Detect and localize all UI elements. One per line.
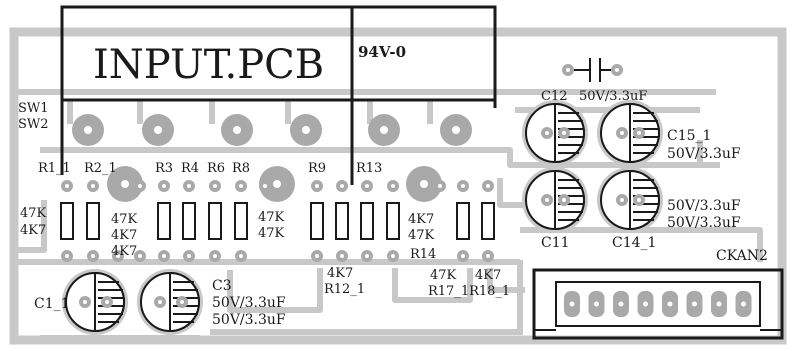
row-pads [112, 180, 446, 262]
ref-r6: R6 [207, 161, 225, 176]
ref-ckan2: CKAN2 [716, 248, 768, 264]
switch-pad [440, 114, 472, 146]
ref-r2: R2_1 [84, 161, 117, 176]
value-mid-a: 47K [111, 212, 138, 227]
switch-pad [221, 114, 253, 146]
connector-pin [662, 291, 678, 317]
rating-c11: 50V/3.3uF [667, 198, 741, 214]
value-right-a: 47K [258, 210, 285, 225]
value-r18: 4K7 [475, 268, 501, 283]
ref-r14: R14 [410, 247, 436, 262]
value-r13-a: 4K7 [408, 212, 434, 227]
resistor [60, 180, 74, 262]
ref-c14: C14_1 [612, 235, 656, 251]
ref-c3: C3 [212, 278, 232, 294]
connector-pins [564, 291, 752, 317]
resistor [182, 180, 196, 262]
resistor-refs: R1_1 R2_1 R3 R4 R6 R8 R9 R13 [38, 161, 382, 176]
ref-r12: R12_1 [324, 282, 365, 297]
flammability-mark: 94V-0 [358, 43, 406, 61]
resistor [481, 180, 495, 262]
rating-c15: 50V/3.3uF [667, 146, 741, 162]
capacitor [62, 269, 128, 335]
value-mid-b: 4K7 [111, 228, 137, 243]
ref-r3: R3 [155, 161, 173, 176]
resistor-values: 47K 4K7 47K 4K7 4K7 47K 47K 4K7 47K [20, 206, 435, 259]
connector-ckan2: CKAN2 [532, 248, 784, 340]
resistor [456, 180, 470, 262]
connector-pin [637, 291, 654, 317]
switch-pad [259, 166, 295, 202]
connector-pin [686, 291, 703, 317]
ref-c15: C15_1 [667, 128, 711, 144]
ref-r17-r18: R17_1R18_1 [428, 284, 510, 299]
switch-pad [368, 114, 400, 146]
resistor [335, 180, 349, 262]
capacitor-c12: C12 50V/3.3uF [541, 58, 647, 104]
ref-r9: R9 [308, 161, 326, 176]
resistor [310, 180, 324, 262]
ref-r1: R1_1 [38, 161, 71, 176]
rating-c14: 50V/3.3uF [667, 215, 741, 231]
ref-r4: R4 [181, 161, 199, 176]
switch-pad [142, 114, 174, 146]
switch-pad [290, 114, 322, 146]
rating-c3: 50V/3.3uF [212, 312, 286, 328]
connector-pin [564, 291, 580, 317]
capacitor [522, 167, 588, 233]
ref-r8: R8 [232, 161, 250, 176]
board-outline [9, 27, 787, 345]
resistor [360, 180, 374, 262]
switch-pad [406, 166, 442, 202]
resistor [386, 180, 400, 262]
lower-labels: R14 4K7 R12_1 47K 4K7 R17_1R18_1 [324, 247, 510, 299]
value-left-a: 47K [20, 206, 47, 221]
rating-c1: 50V/3.3uF [212, 295, 286, 311]
capacitor [522, 100, 588, 166]
ref-c11: C11 [541, 235, 570, 251]
resistor [208, 180, 222, 262]
value-left-b: 4K7 [20, 223, 46, 238]
ref-c1: C1_1 [34, 296, 70, 312]
electrolytic-capacitors-bottom [62, 269, 203, 335]
ref-r13: R13 [356, 161, 382, 176]
mark-block: 94V-0 [350, 5, 497, 102]
value-r17: 47K [430, 268, 457, 283]
value-mid-c: 4K7 [111, 244, 137, 259]
connector-pin [613, 291, 629, 317]
resistors [60, 180, 495, 262]
board-title: INPUT.PCB [93, 42, 324, 88]
title-block: INPUT.PCB [60, 5, 354, 102]
value-right-b: 47K [258, 226, 285, 241]
resistor [86, 180, 100, 262]
electrolytic-capacitors [522, 100, 663, 233]
connector-pin [735, 291, 752, 317]
resistor [157, 180, 171, 262]
switch-pad [107, 166, 143, 202]
capacitor [137, 269, 203, 335]
switch-pad [72, 114, 104, 146]
switch-pads [72, 114, 472, 202]
value-r12: 4K7 [327, 266, 353, 281]
connector-pin [711, 291, 727, 317]
capacitor [597, 167, 663, 233]
resistor [234, 180, 248, 262]
capacitor [597, 100, 663, 166]
switch-label-sw1: SW1 [18, 101, 49, 116]
ref-c12: C12 [541, 89, 568, 104]
connector-pin [588, 291, 605, 317]
switch-label-sw2: SW2 [18, 117, 49, 132]
value-r13-b: 47K [408, 228, 435, 243]
